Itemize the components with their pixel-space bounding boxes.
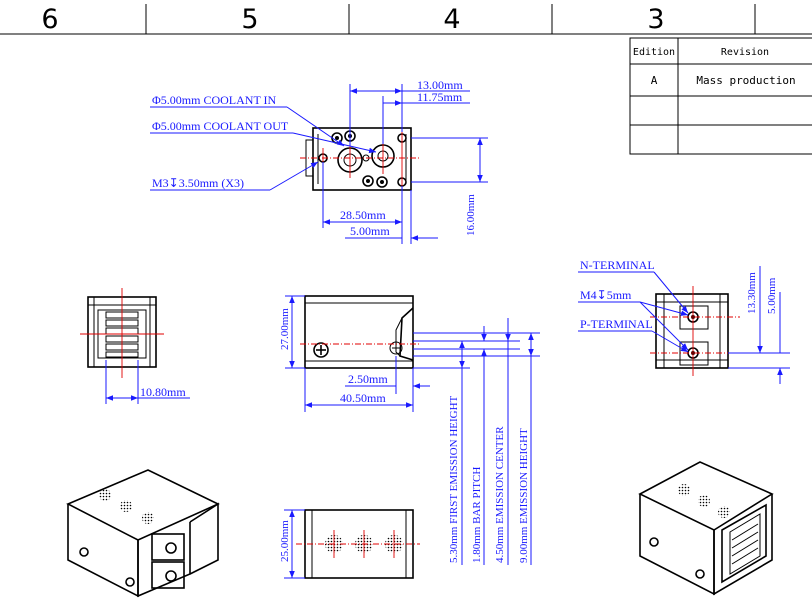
first-emission-height: 5.30mm FIRST EMISSION HEIGHT	[448, 395, 460, 563]
isometric-view-left	[66, 469, 220, 598]
bottom-view: 25.00mm	[279, 509, 420, 579]
dim-27-00: 27.00mm	[279, 308, 291, 350]
dim-16-00: 16.00mm	[465, 194, 477, 236]
n-terminal-label: N-TERMINAL	[580, 258, 655, 272]
coolant-in-label: Φ5.00mm COOLANT IN	[152, 93, 277, 107]
dim-13-00: 13.00mm	[417, 78, 463, 92]
top-view: Φ5.00mm COOLANT IN Φ5.00mm COOLANT OUT M…	[150, 78, 488, 244]
revision-header: Revision	[721, 47, 769, 58]
coolant-out-label: Φ5.00mm COOLANT OUT	[152, 119, 289, 133]
edition-header: Edition	[633, 47, 675, 58]
dim-5-00: 5.00mm	[350, 224, 390, 238]
dim-13-30: 13.30mm	[746, 272, 758, 314]
zone-label: 4	[443, 4, 460, 35]
emission-center: 4.50mm EMISSION CENTER	[494, 426, 506, 563]
zone-strip: 6 5 4 3	[0, 4, 812, 35]
zone-label: 3	[647, 4, 664, 35]
bar-pitch: 1.80mm BAR PITCH	[471, 467, 483, 563]
dim-28-50: 28.50mm	[340, 208, 386, 222]
side-view: 27.00mm 2.50mm 40.50mm 5.30mm FIRST EMIS…	[279, 295, 540, 565]
zone-label: 5	[241, 4, 258, 35]
revision-cell: Mass production	[696, 74, 795, 87]
dim-2-50: 2.50mm	[348, 372, 388, 386]
terminal-view: N-TERMINAL M4↧5mm P-TERMINAL 13.30mm 5.0…	[578, 258, 790, 384]
edition-cell: A	[651, 74, 658, 87]
p-terminal-label: P-TERMINAL	[580, 317, 653, 331]
emission-height: 9.00mm EMISSION HEIGHT	[518, 428, 530, 563]
dim-10-80: 10.80mm	[140, 385, 186, 399]
dim-25-00: 25.00mm	[279, 520, 291, 562]
revision-table: Edition Revision A Mass production	[629, 37, 812, 155]
dim-5-00-terminal: 5.00mm	[766, 277, 778, 314]
zone-label: 6	[41, 4, 58, 35]
dim-11-75: 11.75mm	[417, 90, 463, 104]
isometric-view-right	[638, 461, 774, 596]
m4-thread-label: M4↧5mm	[580, 288, 632, 302]
end-view: 10.80mm	[80, 288, 190, 404]
dim-40-50: 40.50mm	[340, 391, 386, 405]
thread-label: M3↧3.50mm (X3)	[152, 176, 244, 190]
